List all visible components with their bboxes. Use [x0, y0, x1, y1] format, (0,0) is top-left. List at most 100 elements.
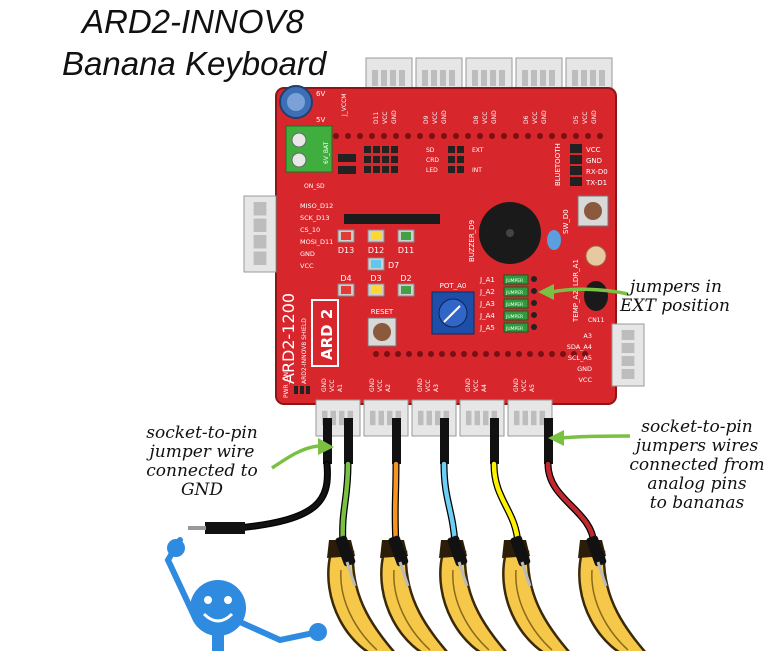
connector-slot [422, 70, 428, 86]
top-connector-vcc: VCC [532, 112, 539, 124]
jumper-pin [364, 146, 371, 153]
bottom-connector-gnd: GND [369, 378, 376, 392]
blue-led [547, 230, 561, 250]
banana-body [502, 550, 574, 655]
bluetooth-pin [570, 144, 582, 153]
header-pin [417, 133, 423, 139]
figure-eye [204, 596, 212, 604]
connector-slot [483, 410, 489, 426]
gnd-note-line: socket-to-pin [146, 423, 258, 443]
figure-right-arm [237, 619, 321, 644]
jumper-cap-label: JUMPER [505, 278, 523, 284]
top-connector-gnd: GND [441, 110, 448, 124]
connector-slot [540, 70, 546, 86]
jumper-pin [457, 146, 464, 153]
connector-slot [426, 410, 432, 426]
header-pin [465, 133, 471, 139]
bottom-connector-label: A1 [337, 384, 344, 392]
led-d7 [371, 260, 381, 268]
bluetooth-pin-label: RX-D0 [586, 168, 608, 176]
header-pin [357, 133, 363, 139]
jumper-pin [391, 156, 398, 163]
jumper-row-label: J_A4 [479, 312, 495, 320]
jumper-cap [503, 310, 529, 321]
pwr-pin [294, 386, 298, 394]
header-pin [428, 351, 434, 357]
jumper-pin [373, 146, 380, 153]
analog-arrow-head [548, 430, 564, 446]
jumpers-note-line: EXT position [620, 296, 730, 316]
led-label-d4: D4 [340, 274, 351, 283]
connector-slot [431, 70, 437, 86]
header-pin [406, 351, 412, 357]
jumper-pin [391, 166, 398, 173]
jumper-pin [391, 146, 398, 153]
jumper-row-label: J_A1 [479, 276, 495, 284]
header-pin [489, 133, 495, 139]
header-pin [561, 133, 567, 139]
header-pin [477, 133, 483, 139]
header-pin [429, 133, 435, 139]
spi-pin-label: CS_10 [300, 226, 320, 234]
jumper-pin [448, 166, 455, 173]
header-pin [483, 351, 489, 357]
i2c-pin-label: VCC [578, 376, 592, 384]
header-pin [384, 351, 390, 357]
banana-1 [327, 535, 399, 655]
buzzer-label: BUZZER_D9 [468, 220, 476, 262]
analog-note-line: jumpers wires [635, 436, 759, 456]
i2c-connector [611, 323, 645, 387]
connector-slot [621, 343, 635, 353]
connector-slot [372, 70, 378, 86]
smd-chip [338, 154, 356, 162]
connector-slot [599, 70, 605, 86]
connector-slot [253, 202, 267, 216]
analog-note-line: connected from [629, 455, 765, 475]
gnd-jumper-pin [323, 418, 332, 464]
jumper-cap [503, 274, 529, 285]
top-connector-label: D9 [423, 115, 430, 124]
i2c-pin-label: GND [577, 365, 592, 373]
gnd-wire-plug [205, 522, 245, 534]
connector-slot [514, 410, 520, 426]
connector-slot [435, 410, 441, 426]
jumper-pin [457, 166, 464, 173]
jumper-cap-label: JUMPER [505, 326, 523, 332]
bluetooth-pin [570, 166, 582, 175]
top-connector-label: D6 [523, 115, 530, 124]
bluetooth-pin [570, 155, 582, 164]
temp-label: TEMP_A2 [572, 290, 580, 323]
header-pin [450, 351, 456, 357]
header-pin [538, 351, 544, 357]
connector-slot [418, 410, 424, 426]
label-on-sd: ON_SD [304, 183, 325, 190]
connector-slot [531, 70, 537, 86]
top-connector-vcc: VCC [382, 112, 389, 124]
terminal-screw [291, 152, 307, 168]
header-pin [345, 133, 351, 139]
led-label-d7: D7 [388, 261, 399, 270]
connector-slot [549, 70, 555, 86]
banana-plug [510, 535, 531, 567]
led-d11 [401, 232, 411, 240]
jumper-row-label: J_A2 [479, 288, 495, 296]
led-d3 [371, 286, 381, 294]
header-pin [333, 133, 339, 139]
connector-slot [522, 410, 528, 426]
power-label-5v: 5V [316, 116, 325, 124]
connector-slot [253, 235, 267, 249]
board-subname: ARD2-INNOV8 SHIELD [301, 318, 308, 384]
connector-slot [531, 410, 537, 426]
board-name: ARD2-1200 [279, 293, 298, 384]
gnd-wire [235, 461, 330, 531]
banana-ridge [340, 569, 378, 651]
connector-slot [387, 410, 393, 426]
i2c-pin-label: SCL_A5 [568, 354, 592, 362]
spi-pin-label: MOSI_D11 [300, 238, 333, 246]
header-pin [560, 351, 566, 357]
connector-slot [466, 410, 472, 426]
banana-probe [457, 561, 469, 587]
top-connector-label: D11 [373, 112, 380, 124]
